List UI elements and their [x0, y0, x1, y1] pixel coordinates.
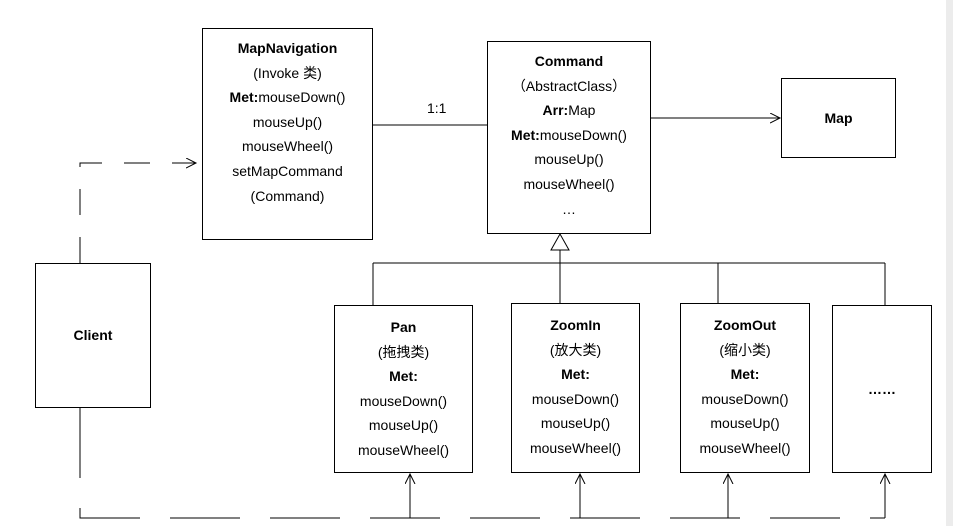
method-name: mouseDown()	[531, 390, 620, 407]
method-name: mouseDown()	[539, 126, 627, 143]
command-box: Command （AbstractClass） Arr:Map Met:mous…	[487, 41, 651, 234]
met-label: Met:	[389, 368, 418, 385]
mapnavigation-method-row: Met:mouseDown()	[230, 85, 346, 110]
zoomout-subtitle: (缩小类)	[719, 341, 771, 358]
method-name: mouseUp()	[540, 415, 611, 432]
right-edge-bar	[946, 0, 953, 526]
mapnavigation-title: MapNavigation	[237, 40, 338, 56]
met-label: Met:	[730, 366, 760, 383]
multiplicity-label: 1:1	[427, 100, 447, 116]
zoomout-box: ZoomOut (缩小类) Met: mouseDown() mouseUp()…	[680, 303, 810, 473]
method-name: mouseUp()	[534, 151, 604, 168]
map-title: Map	[824, 109, 853, 126]
pan-title: Pan	[390, 319, 417, 335]
method-name: mouseWheel()	[699, 439, 791, 456]
method-ellipsis: …	[562, 200, 576, 217]
method-name: mouseWheel()	[523, 175, 615, 192]
method-name: setMapCommand	[232, 162, 343, 179]
met-prefix: Met:	[229, 89, 259, 106]
method-name: mouseUp()	[252, 113, 323, 130]
method-name: mouseDown()	[359, 392, 448, 409]
method-name: mouseUp()	[710, 415, 780, 432]
met-label: Met:	[561, 366, 590, 383]
zoomout-title: ZoomOut	[713, 317, 777, 333]
dependency-client-to-navigation	[79, 163, 196, 263]
method-name: (Command)	[250, 187, 325, 204]
arr-prefix: Arr:	[542, 102, 569, 119]
command-method-row: Met:mouseDown()	[511, 123, 627, 148]
inheritance-triangle	[550, 232, 570, 251]
attribute-name: Map	[568, 102, 596, 119]
zoomin-box: ZoomIn (放大类) Met: mouseDown() mouseUp() …	[511, 303, 640, 473]
dependency-client-bus	[79, 408, 885, 519]
command-subtitle: （AbstractClass）	[511, 77, 627, 94]
pan-box: Pan (拖拽类) Met: mouseDown() mouseUp() mou…	[334, 305, 473, 473]
zoomin-subtitle: (放大类)	[549, 341, 602, 358]
method-name: mouseWheel()	[529, 439, 622, 456]
method-name: mouseDown()	[701, 390, 789, 407]
method-name: mouseWheel()	[357, 441, 450, 458]
mapnavigation-box: MapNavigation (Invoke 类) Met:mouseDown()…	[202, 28, 373, 240]
more-box: ……	[832, 305, 932, 473]
method-name: mouseWheel()	[241, 138, 334, 155]
more-title: ……	[868, 380, 896, 397]
client-box: Client	[35, 263, 151, 408]
client-title: Client	[73, 327, 113, 344]
command-title: Command	[534, 53, 604, 69]
met-prefix: Met:	[511, 126, 540, 143]
map-box: Map	[781, 78, 896, 158]
pan-subtitle: (拖拽类)	[377, 343, 430, 360]
method-name: mouseUp()	[368, 417, 439, 434]
command-attribute-row: Arr:Map	[543, 98, 596, 123]
mapnavigation-subtitle: (Invoke 类)	[253, 64, 322, 81]
method-name: mouseDown()	[258, 89, 346, 106]
zoomin-title: ZoomIn	[550, 317, 601, 333]
